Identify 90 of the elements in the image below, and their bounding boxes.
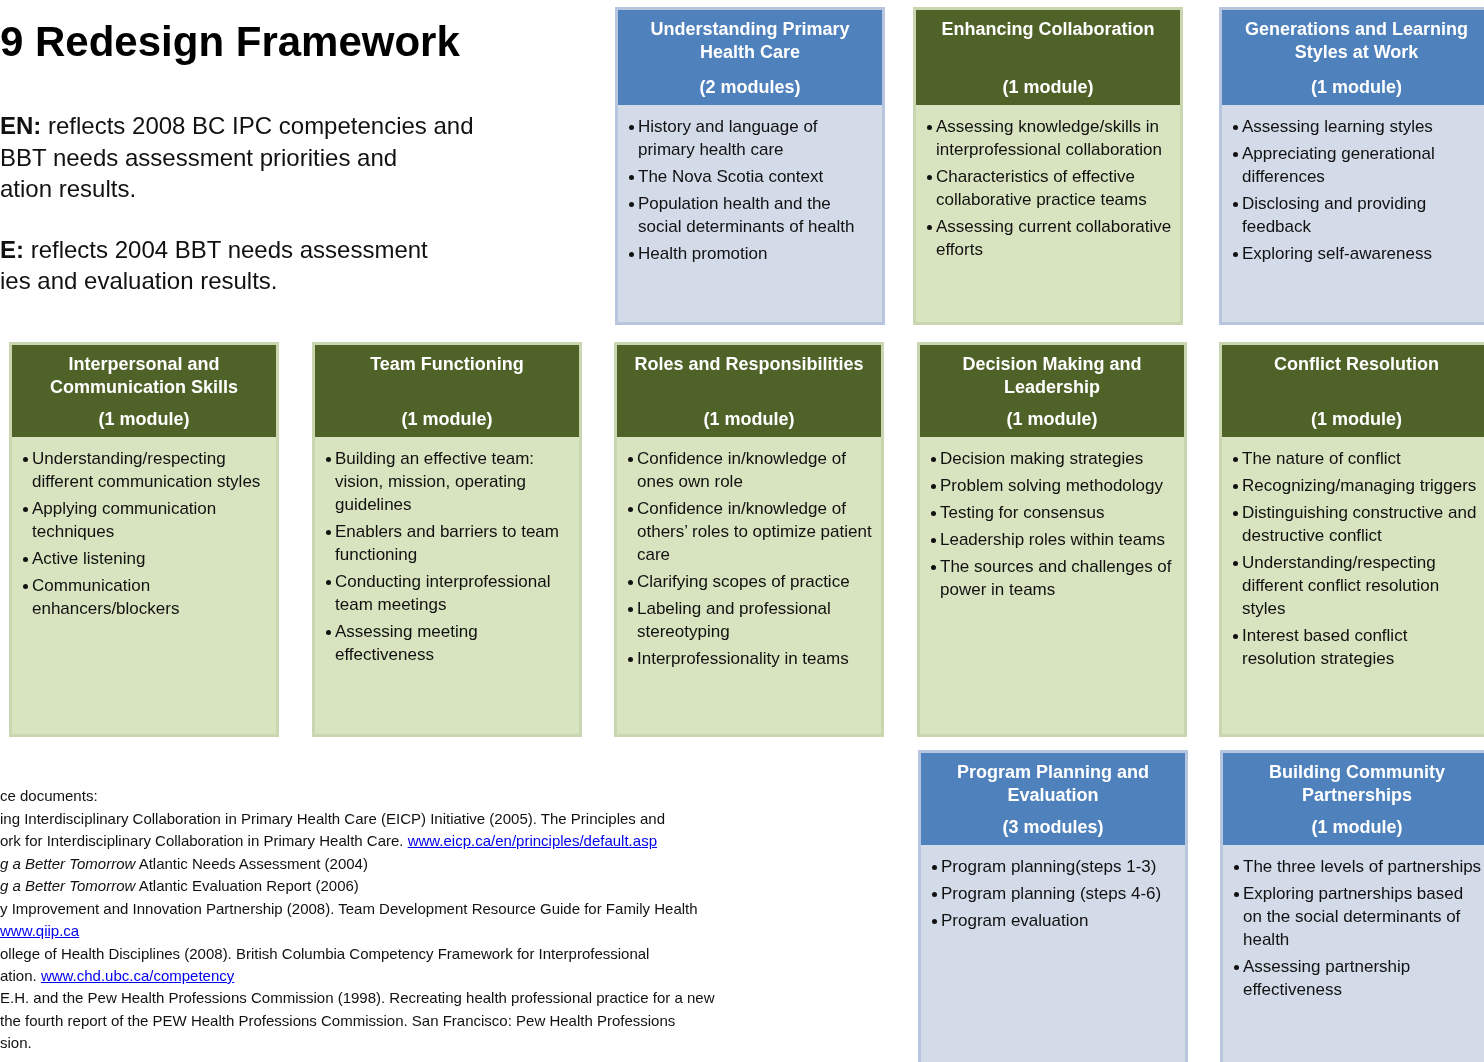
card-title: Enhancing Collaboration [941, 18, 1155, 41]
reference-text: y Improvement and Innovation Partnership (2008). Team Development Resource Guide for Family Health [0, 900, 698, 917]
note-text: ies and evaluation results. [0, 267, 278, 294]
page-title: 9 Redesign Framework [0, 18, 460, 66]
module-count: (1 module) [703, 408, 795, 431]
bullet-item: Assessing partnership effectiveness [1243, 957, 1411, 999]
bullet-item: The sources and challenges of power in teams [940, 557, 1172, 599]
card-title: Decision Making and Leadership [961, 353, 1143, 399]
topic-card [1220, 750, 1484, 1062]
reference-text: the fourth report of the PEW Health Professions Commission. San Francisco: Pew Health Professions [0, 1012, 676, 1029]
module-count: (1 module) [1311, 816, 1403, 839]
bullet-item: Characteristics of effective collaborative practice teams [936, 167, 1147, 209]
topic-card [913, 7, 1183, 325]
bullet-item: Appreciating generational differences [1242, 144, 1435, 186]
module-count: (3 modules) [1002, 816, 1104, 839]
bullet-item: Assessing learning styles [1242, 117, 1433, 136]
bullet-item: Leadership roles within teams [940, 530, 1165, 549]
bullet-item: Recognizing/managing triggers [1242, 476, 1477, 495]
topic-card [1219, 342, 1484, 737]
bullet-item: Distinguishing constructive and destructive conflict [1242, 503, 1477, 545]
bullet-item: Confidence in/knowledge of others’ roles to optimize patient care [637, 499, 872, 564]
note-text: ation results. [0, 175, 137, 202]
bullet-item: Assessing current collaborative efforts [936, 217, 1172, 259]
bullet-item: Health promotion [638, 244, 768, 263]
bullet-item: Decision making strategies [940, 449, 1144, 468]
bullet-item: Labeling and professional stereotyping [637, 599, 831, 641]
reference-link: www.qiip.ca [0, 922, 80, 939]
bullet-item: The Nova Scotia context [638, 167, 824, 186]
reference-text: ing Interdisciplinary Collaboration in Primary Health Care (EICP) Initiative (2005). The Principles and [0, 810, 666, 827]
module-count: (1 module) [1311, 76, 1402, 99]
bullet-item: Problem solving methodology [940, 476, 1163, 495]
bullet-item: The three levels of partnerships [1243, 857, 1482, 876]
module-count: (1 module) [401, 408, 493, 431]
bullet-item: Communication enhancers/blockers [32, 576, 180, 618]
reference-text: g a Better Tomorrow Atlantic Needs Assessment (2004) [0, 855, 368, 872]
bullet-item: Building an effective team: vision, mission, operating guidelines [335, 449, 535, 514]
bullet-item: Assessing meeting effectiveness [335, 622, 478, 664]
bullet-item: Understanding/respecting different communication styles [32, 449, 261, 491]
bullet-item: Interprofessionality in teams [637, 649, 849, 668]
bullet-item: History and language of primary health care [638, 117, 818, 159]
module-count: (1 module) [1006, 408, 1098, 431]
reference-text: ce documents: [0, 787, 98, 804]
topic-card [918, 750, 1188, 1062]
module-count: (1 module) [98, 408, 190, 431]
topic-card [917, 342, 1187, 737]
card-title: Conflict Resolution [1274, 353, 1439, 376]
bullet-item: The nature of conflict [1242, 449, 1401, 468]
bullet-item: Disclosing and providing feedback [1242, 194, 1427, 236]
bullet-item: Program planning(steps 1-3) [941, 857, 1157, 876]
note-text: E: reflects 2004 BBT needs assessment [0, 236, 428, 263]
card-title: Building Community Partnerships [1268, 761, 1446, 807]
topic-card [9, 342, 279, 737]
reference-text: E.H. and the Pew Health Professions Commission (1998). Recreating health professional practice for a new [0, 989, 715, 1006]
reference-text: sion. [0, 1034, 32, 1051]
bullet-item: Understanding/respecting different conflict resolution styles [1242, 553, 1440, 618]
reference-text: ork for Interdisciplinary Collaboration in Primary Health Care. [0, 832, 404, 849]
bullet-item: Population health and the social determinants of health [638, 194, 855, 236]
bullet-item: Testing for consensus [940, 503, 1105, 522]
bullet-item: Active listening [32, 549, 146, 568]
note-text: BBT needs assessment priorities and [0, 144, 398, 171]
bullet-item: Program evaluation [941, 911, 1089, 930]
card-title: Roles and Responsibilities [634, 353, 864, 376]
note-text: EN: reflects 2008 BC IPC competencies and [0, 112, 474, 139]
module-count: (1 module) [1002, 76, 1094, 99]
topic-card [312, 342, 582, 737]
reference-text: ation. [0, 967, 37, 984]
module-count: (1 module) [1311, 408, 1402, 431]
reference-link: www.eicp.ca/en/principles/default.asp [407, 832, 657, 849]
topic-card [614, 342, 884, 737]
topic-card [615, 7, 885, 325]
bullet-item: Exploring self-awareness [1242, 244, 1432, 263]
bullet-item: Program planning (steps 4-6) [941, 884, 1162, 903]
card-title: Interpersonal and Communication Skills [48, 353, 239, 399]
card-title: Program Planning and Evaluation [956, 761, 1150, 807]
reference-text: g a Better Tomorrow Atlantic Evaluation Report (2006) [0, 877, 359, 894]
topic-card [1219, 7, 1484, 325]
bullet-item: Assessing knowledge/skills in interprofessional collaboration [936, 117, 1162, 159]
bullet-item: Interest based conflict resolution strategies [1242, 626, 1408, 668]
bullet-item: Confidence in/knowledge of ones own role [637, 449, 846, 491]
bullet-item: Exploring partnerships based on the social determinants of health [1243, 884, 1464, 949]
card-title: Team Functioning [370, 353, 524, 376]
card-title: Understanding Primary Health Care [649, 18, 851, 64]
bullet-item: Clarifying scopes of practice [637, 572, 850, 591]
bullet-item: Enablers and barriers to team functioning [335, 522, 559, 564]
bullet-item: Conducting interprofessional team meetings [335, 572, 551, 614]
reference-link: www.chd.ubc.ca/competency [40, 967, 235, 984]
bullet-item: Applying communication techniques [32, 499, 217, 541]
card-title: Generations and Learning Styles at Work [1243, 18, 1469, 64]
reference-text: ollege of Health Disciplines (2008). British Columbia Competency Framework for Interprofessional [0, 945, 650, 962]
module-count: (2 modules) [699, 76, 801, 99]
